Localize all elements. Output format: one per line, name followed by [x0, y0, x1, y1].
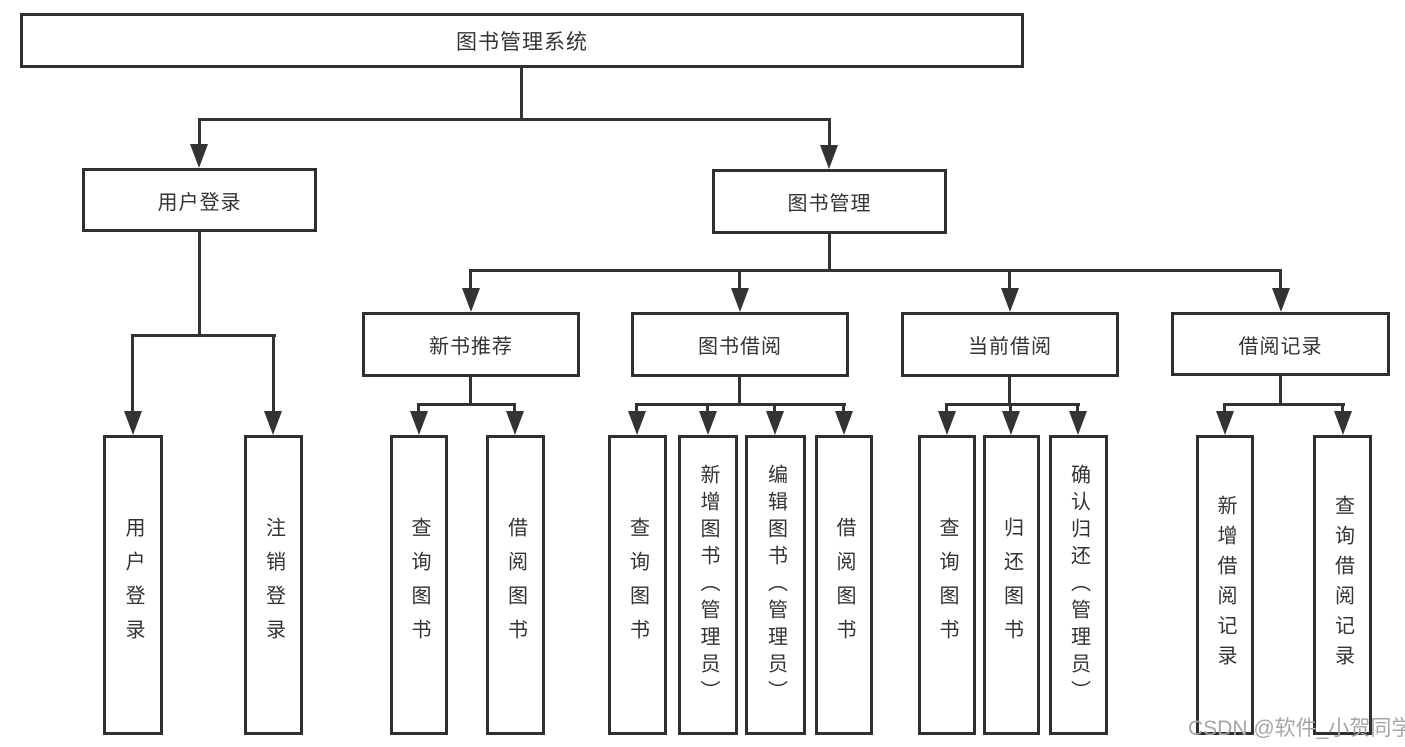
node-new-book-recommendation: 新书推荐	[362, 312, 580, 377]
node-library-system: 图书管理系统	[20, 13, 1024, 68]
connector-line	[469, 272, 472, 289]
leaf-confirm-return-admin-label: 确认归还（管理员）	[1067, 463, 1090, 707]
arrowhead-icon	[835, 411, 853, 435]
leaf-query-books-current: 查询图书	[918, 435, 976, 735]
node-book-borrowing: 图书借阅	[631, 312, 849, 377]
arrowhead-icon	[190, 144, 208, 168]
connector-line	[945, 403, 1080, 406]
arrowhead-icon	[1272, 288, 1290, 312]
leaf-borrow-books-borrowing: 借阅图书	[815, 435, 873, 735]
node-borrowing-records: 借阅记录	[1171, 312, 1390, 376]
connector-line	[828, 121, 831, 146]
arrowhead-icon	[264, 411, 282, 435]
connector-line	[1223, 406, 1226, 413]
leaf-query-books-borrowing-label: 查询图书	[626, 517, 649, 653]
node-borrowing-records-label: 借阅记录	[1238, 335, 1323, 358]
arrowhead-icon	[1216, 411, 1234, 435]
leaf-add-book-admin-label: 新增图书（管理员）	[697, 463, 719, 707]
arrowhead-icon	[938, 411, 956, 435]
leaf-add-book-admin: 新增图书（管理员）	[678, 435, 738, 735]
connector-line	[945, 406, 948, 413]
arrowhead-icon	[628, 411, 646, 435]
connector-line	[513, 406, 516, 413]
leaf-logout-label: 注销登录	[262, 517, 285, 653]
node-current-borrowing-label: 当前借阅	[968, 336, 1052, 358]
connector-line	[635, 403, 846, 406]
leaf-borrow-books-recommend: 借阅图书	[486, 435, 545, 735]
node-user-login-label: 用户登录	[157, 191, 242, 214]
connector-line	[635, 406, 638, 413]
connector-line	[131, 337, 134, 413]
connector-line	[198, 232, 201, 336]
leaf-logout: 注销登录	[244, 435, 303, 735]
leaf-query-borrow-record: 查询借阅记录	[1313, 435, 1372, 735]
connector-line	[417, 403, 516, 406]
node-current-borrowing: 当前借阅	[901, 312, 1119, 377]
leaf-user-login: 用户登录	[103, 435, 163, 735]
node-book-borrowing-label: 图书借阅	[698, 336, 782, 358]
connector-line	[1223, 403, 1345, 406]
watermark: CSDN @软件_小贺同学	[1188, 717, 1405, 740]
connector-line	[1009, 406, 1012, 413]
leaf-query-books-recommend-label: 查询图书	[408, 517, 430, 653]
arrowhead-icon	[766, 411, 784, 435]
leaf-add-borrow-record: 新增借阅记录	[1196, 435, 1254, 735]
connector-line	[272, 337, 275, 413]
leaf-add-borrow-record-label: 新增借阅记录	[1214, 495, 1236, 675]
arrowhead-icon	[410, 411, 428, 435]
connector-line	[520, 68, 523, 120]
connector-line	[773, 406, 776, 413]
node-book-management-label: 图书管理	[787, 193, 872, 215]
connector-line	[1341, 406, 1344, 413]
connector-line	[131, 334, 276, 337]
node-user-login: 用户登录	[82, 168, 317, 232]
leaf-confirm-return-admin: 确认归还（管理员）	[1049, 435, 1108, 735]
connector-line	[469, 377, 472, 405]
connector-line	[706, 406, 709, 413]
arrowhead-icon	[124, 411, 142, 435]
arrowhead-icon	[1069, 411, 1087, 435]
leaf-edit-book-admin: 编辑图书（管理员）	[745, 435, 806, 735]
leaf-return-books: 归还图书	[983, 435, 1040, 735]
node-library-system-label: 图书管理系统	[456, 30, 588, 54]
leaf-user-login-label: 用户登录	[122, 517, 144, 653]
connector-line	[738, 377, 741, 405]
arrowhead-icon	[1001, 288, 1019, 312]
leaf-query-books-borrowing: 查询图书	[608, 435, 667, 735]
connector-line	[1008, 272, 1011, 289]
arrowhead-icon	[506, 411, 524, 435]
node-book-management: 图书管理	[712, 169, 947, 234]
arrowhead-icon	[820, 145, 838, 169]
connector-line	[198, 121, 201, 146]
arrowhead-icon	[1334, 411, 1352, 435]
connector-line	[1279, 376, 1282, 405]
connector-line	[417, 406, 420, 413]
leaf-borrow-books-borrowing-label: 借阅图书	[833, 517, 855, 653]
connector-line	[1008, 377, 1011, 405]
connector-line	[1279, 272, 1282, 289]
connector-line	[1076, 406, 1079, 413]
leaf-edit-book-admin-label: 编辑图书（管理员）	[764, 463, 787, 707]
connector-line	[469, 269, 1282, 272]
connector-line	[198, 118, 831, 121]
leaf-query-borrow-record-label: 查询借阅记录	[1331, 495, 1354, 675]
connector-line	[738, 272, 741, 289]
leaf-query-books-recommend: 查询图书	[390, 435, 448, 735]
leaf-query-books-current-label: 查询图书	[936, 517, 958, 653]
arrowhead-icon	[462, 288, 480, 312]
connector-line	[842, 406, 845, 413]
leaf-return-books-label: 归还图书	[1000, 517, 1023, 653]
arrowhead-icon	[731, 288, 749, 312]
connector-line	[828, 234, 831, 271]
leaf-borrow-books-recommend-label: 借阅图书	[504, 517, 527, 653]
arrowhead-icon	[699, 411, 717, 435]
node-new-book-recommendation-label: 新书推荐	[429, 336, 513, 358]
arrowhead-icon	[1002, 411, 1020, 435]
